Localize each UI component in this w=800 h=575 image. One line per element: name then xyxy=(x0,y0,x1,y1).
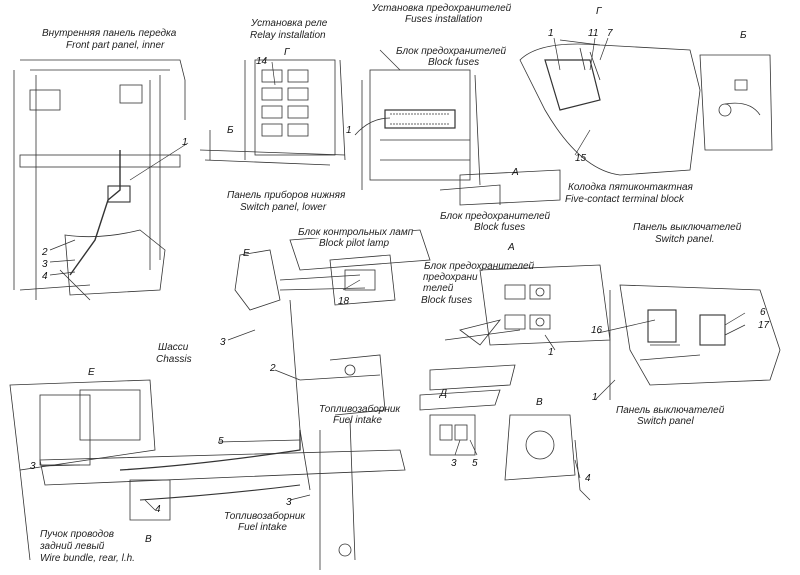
letter-marker: Е xyxy=(88,367,95,378)
callout: 3 xyxy=(220,337,226,348)
callout: 1 xyxy=(548,347,554,358)
callout: 5 xyxy=(472,458,478,469)
callout: 6 xyxy=(760,307,766,318)
letter-marker: В xyxy=(536,397,543,408)
letter-marker: Г xyxy=(596,6,602,17)
block-fuses3-label-ru2: предохрани xyxy=(423,272,478,283)
letter-marker: Г xyxy=(284,47,290,58)
block-fuses3-label-ru: Блок предохранителей xyxy=(424,261,535,272)
unit-d-sketch xyxy=(419,364,516,456)
fuel-intake2-label-en: Fuel intake xyxy=(238,522,287,533)
chassis-sketch xyxy=(9,299,406,570)
bundle-label-ru-1: Пучок проводов xyxy=(40,529,114,540)
leader-lines xyxy=(41,37,746,511)
switch-lower-label-en: Switch panel, lower xyxy=(240,202,327,213)
front-panel-label-en: Front part panel, inner xyxy=(66,40,165,51)
block-fuses2-label-ru: Блок предохранителей xyxy=(440,211,551,222)
letter-marker: А xyxy=(508,242,515,253)
callout: 2 xyxy=(42,247,48,258)
fuel-intake-label-en: Fuel intake xyxy=(333,415,382,426)
block-fuses-label-ru: Блок предохранителей xyxy=(396,46,507,57)
callout: 1 xyxy=(548,28,554,39)
fuses-sketch xyxy=(354,69,481,190)
bundle-label-en: Wire bundle, rear, l.h. xyxy=(40,553,135,564)
five-contact-label-en: Five-contact terminal block xyxy=(565,194,684,205)
switch-panel2-label-en: Switch panel xyxy=(637,416,694,427)
callout: 15 xyxy=(575,153,587,164)
lower-panel-sketch xyxy=(439,169,561,206)
callout: 17 xyxy=(758,320,770,331)
letter-marker: В xyxy=(145,534,152,545)
chassis-label-ru: Шасси xyxy=(158,342,189,353)
switch-panel-label-en: Switch panel. xyxy=(655,234,715,245)
pilot-lamp-label-en: Block pilot lamp xyxy=(319,238,390,249)
callout: 5 xyxy=(218,436,224,447)
callout: 3 xyxy=(42,259,48,270)
relay-label-en: Relay installation xyxy=(250,30,326,41)
relay-sketch xyxy=(199,59,346,166)
front-panel-label-ru: Внутренняя панель передка xyxy=(42,28,177,39)
five-contact-sketch xyxy=(519,39,773,176)
callout: 2 xyxy=(270,363,276,374)
fuses-label-en: Fuses installation xyxy=(405,14,483,25)
callout: 4 xyxy=(585,473,591,484)
pilot-lamp-label-ru: Блок контрольных ламп xyxy=(298,227,414,238)
letter-marker: Б xyxy=(227,125,234,136)
unit-b-sketch xyxy=(504,414,591,501)
callout: 1 xyxy=(592,392,598,403)
callout: 1 xyxy=(346,125,352,136)
callout: 18 xyxy=(338,296,350,307)
callout: 3 xyxy=(30,461,36,472)
relay-label-ru: Установка реле xyxy=(251,18,328,29)
chassis-label-en: Chassis xyxy=(156,354,192,365)
front-panel-sketch xyxy=(13,59,186,301)
callout: 14 xyxy=(256,56,268,67)
letter-marker: Д xyxy=(440,388,448,399)
letter-marker: А xyxy=(512,167,519,178)
callout: 3 xyxy=(286,497,292,508)
callout: 1 xyxy=(182,137,188,148)
fuel-intake2-label-ru: Топливозаборник xyxy=(224,511,306,522)
fuel-intake-label-ru: Топливозаборник xyxy=(319,404,401,415)
block-fuses3-label-en: Block fuses xyxy=(421,295,473,306)
block-fuses-label-en: Block fuses xyxy=(428,57,480,68)
block-fuses2-label-en: Block fuses xyxy=(474,222,526,233)
letter-marker: Е xyxy=(243,248,250,259)
fuses-label-ru: Установка предохранителей xyxy=(372,3,512,14)
switch-lower-label-ru: Панель приборов нижняя xyxy=(227,190,346,201)
letter-marker: Б xyxy=(740,30,747,41)
switch-panel-label-ru: Панель выключателей xyxy=(633,222,742,233)
callout: 16 xyxy=(591,325,603,336)
block-fuses3-label-ru3: телей xyxy=(423,283,454,294)
callout: 4 xyxy=(42,271,48,282)
callout: 7 xyxy=(607,28,613,39)
callout: 11 xyxy=(588,28,599,39)
switch-panel2-label-ru: Панель выключателей xyxy=(616,405,725,416)
bundle-label-ru-2: задний левый xyxy=(40,541,105,552)
switch-panel-sketch xyxy=(609,284,781,400)
callout: 3 xyxy=(451,458,457,469)
callout: 4 xyxy=(155,504,161,515)
five-contact-label-ru: Колодка пятиконтактная xyxy=(568,182,693,193)
